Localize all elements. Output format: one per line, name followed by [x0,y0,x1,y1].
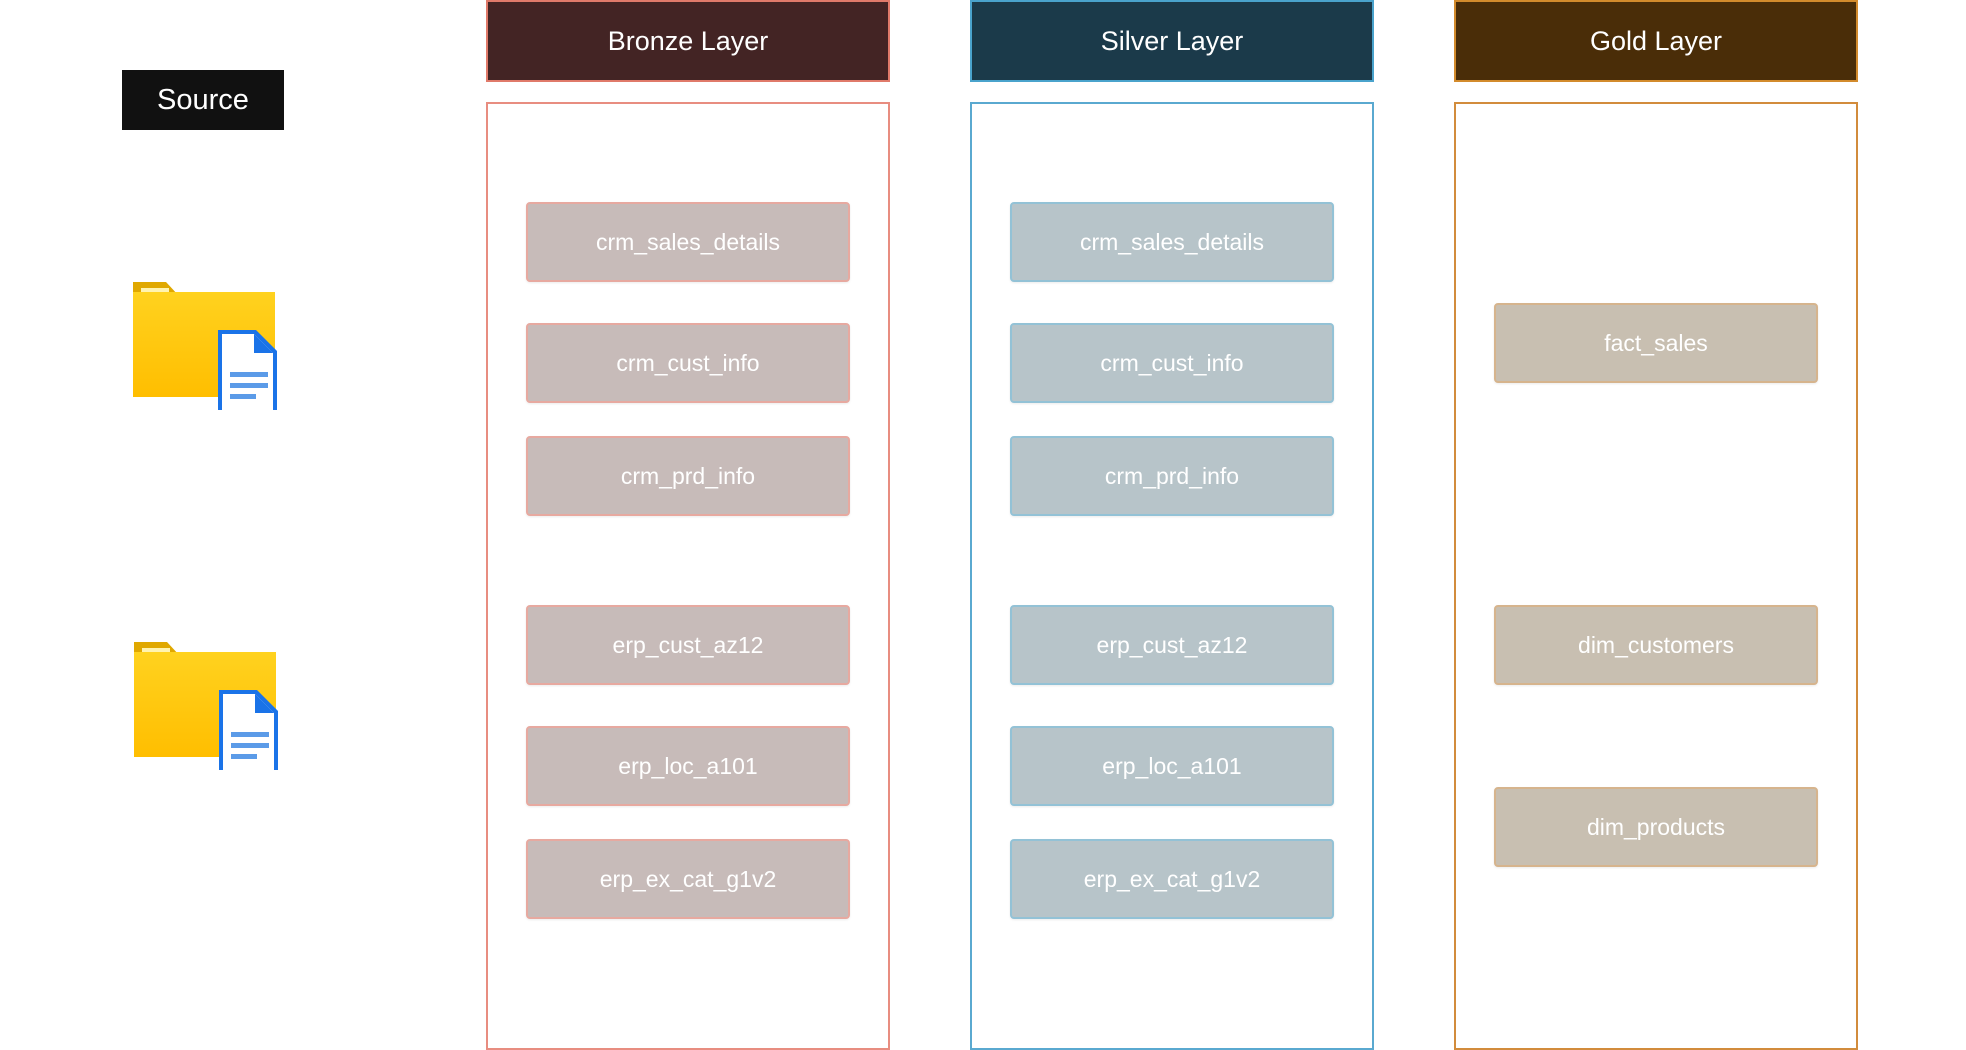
gold-layer-container [1454,102,1858,1050]
silver-table-crm-sales-details: crm_sales_details [1010,202,1334,282]
gold-table-dim-customers: dim_customers [1494,605,1818,685]
bronze-table-crm-cust-info: crm_cust_info [526,323,850,403]
bronze-table-crm-prd-info: crm_prd_info [526,436,850,516]
silver-table-erp-cust-az12: erp_cust_az12 [1010,605,1334,685]
gold-layer-header: Gold Layer [1454,0,1858,82]
source-label: Source [122,70,284,130]
silver-table-erp-loc-a101: erp_loc_a101 [1010,726,1334,806]
bronze-table-crm-sales-details: crm_sales_details [526,202,850,282]
silver-layer-header: Silver Layer [970,0,1374,82]
bronze-layer-header: Bronze Layer [486,0,890,82]
bronze-table-erp-cust-az12: erp_cust_az12 [526,605,850,685]
silver-table-crm-prd-info: crm_prd_info [1010,436,1334,516]
folder-document-icon [131,640,286,770]
silver-table-erp-ex-cat-g1v2: erp_ex_cat_g1v2 [1010,839,1334,919]
gold-table-fact-sales: fact_sales [1494,303,1818,383]
folder-document-icon [130,280,285,410]
silver-table-crm-cust-info: crm_cust_info [1010,323,1334,403]
bronze-table-erp-ex-cat-g1v2: erp_ex_cat_g1v2 [526,839,850,919]
gold-table-dim-products: dim_products [1494,787,1818,867]
bronze-table-erp-loc-a101: erp_loc_a101 [526,726,850,806]
